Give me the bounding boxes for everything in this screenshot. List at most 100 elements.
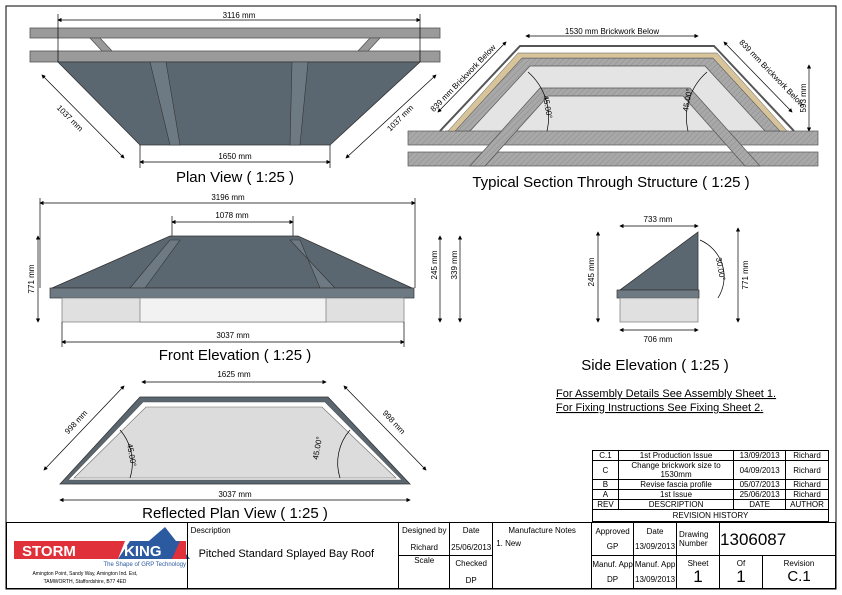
rev-date: 05/07/2013 bbox=[733, 479, 787, 490]
sheet-total: 1 bbox=[736, 566, 746, 586]
approved: GP bbox=[606, 542, 619, 551]
side-angle: 30.00° bbox=[714, 257, 727, 281]
section-title: Typical Section Through Structure ( 1:25… bbox=[472, 174, 749, 191]
reflected-angle-left: 45.00° bbox=[125, 443, 138, 467]
front-fascia-dim: 339 mm bbox=[450, 250, 459, 279]
manufacture-notes: 1. New bbox=[496, 539, 522, 548]
rev-author: Richard bbox=[785, 489, 829, 500]
reflected-plan-title: Reflected Plan View ( 1:25 ) bbox=[142, 505, 328, 522]
sheet-label: Sheet bbox=[687, 558, 709, 568]
drawing-description: Pitched Standard Splayed Bay Roof bbox=[198, 548, 375, 560]
manufacture-notes-cell: Manufacture Notes 1. New bbox=[492, 522, 593, 589]
rev-description: Change brickwork size to 1530mm bbox=[617, 460, 735, 480]
reflected-base-dim: 3037 mm bbox=[218, 490, 252, 499]
rev-date: 04/09/2013 bbox=[733, 460, 787, 480]
rev-author: Richard bbox=[785, 460, 829, 480]
note-fixing: For Fixing Instructions See Fixing Sheet… bbox=[556, 402, 763, 414]
date-cell: Date 25/06/2013 bbox=[449, 522, 494, 556]
side-top-dim: 733 mm bbox=[644, 215, 673, 224]
checked: DP bbox=[465, 576, 477, 585]
header-date: DATE bbox=[733, 499, 787, 510]
designed-by-cell: Designed by Richard bbox=[398, 522, 451, 556]
approved-label: Approved bbox=[595, 527, 630, 536]
manuf-app-date: 13/09/2013 bbox=[635, 575, 676, 584]
rev-author: Richard bbox=[785, 479, 829, 490]
reflected-plan-view: 1625 mm 3037 mm 998 mm 998 mm 45.00° 45.… bbox=[43, 370, 427, 522]
manufacture-notes-label: Manufacture Notes bbox=[508, 526, 576, 535]
designed-by: Richard bbox=[410, 543, 439, 552]
manuf-app-label: Manuf. App bbox=[592, 560, 633, 569]
revision-label: Revision bbox=[783, 558, 815, 568]
revision: C.1 bbox=[787, 567, 811, 585]
section-top-dim: 1530 mm Brickwork Below bbox=[565, 27, 659, 36]
drawing-number-label: Drawing Number bbox=[679, 530, 709, 548]
rev: A bbox=[592, 489, 619, 500]
plan-width-bottom: 1650 mm bbox=[218, 152, 252, 161]
front-height-dim: 771 mm bbox=[27, 264, 36, 293]
title-block: Description Pitched Standard Splayed Bay… bbox=[6, 522, 837, 589]
front-elevation-title: Front Elevation ( 1:25 ) bbox=[159, 347, 312, 364]
of-label: Of bbox=[736, 558, 746, 568]
front-roof-height-dim: 245 mm bbox=[430, 250, 439, 279]
rev-date: 25/06/2013 bbox=[733, 489, 787, 500]
header-description: DESCRIPTION bbox=[617, 499, 735, 510]
reflected-side-left: 998 mm bbox=[63, 408, 90, 436]
approved-date-label: Date bbox=[646, 527, 664, 536]
side-height-dim: 771 mm bbox=[741, 260, 750, 289]
scale-cell: Scale bbox=[398, 555, 451, 589]
description-cell: Description Pitched Standard Splayed Bay… bbox=[186, 522, 400, 589]
header-author: AUTHOR bbox=[785, 499, 829, 510]
rev-description: Revise fascia profile bbox=[617, 479, 735, 490]
logo-cell bbox=[6, 522, 188, 589]
section-view: 1530 mm Brickwork Below 839 mm Brickwork… bbox=[407, 27, 819, 191]
drawing-number-label-cell: Drawing Number bbox=[676, 522, 721, 556]
revision-history-title: REVISION HISTORY bbox=[592, 509, 829, 522]
sheet-number: 1 bbox=[693, 566, 703, 586]
front-base-dim: 3037 mm bbox=[216, 331, 250, 340]
manuf-app-date-cell: Manuf. App 13/09/2013 bbox=[633, 555, 678, 589]
rev: B bbox=[592, 479, 619, 490]
checked-label: Checked bbox=[455, 559, 487, 568]
reflected-top-dim: 1625 mm bbox=[217, 370, 251, 379]
side-roof-height-dim: 245 mm bbox=[587, 257, 596, 286]
manuf-app-date-label: Manuf. App bbox=[634, 560, 676, 569]
rev-author: Richard bbox=[785, 450, 829, 461]
side-elevation-title: Side Elevation ( 1:25 ) bbox=[581, 357, 729, 374]
front-ridge-dim: 1078 mm bbox=[215, 211, 249, 220]
side-elevation: 733 mm 706 mm 245 mm 771 mm 30.00° Side … bbox=[581, 215, 750, 374]
date-label: Date bbox=[462, 526, 480, 535]
plan-view: 3116 mm 1650 mm 1037 mm 1037 mm Plan Vie… bbox=[29, 11, 441, 186]
plan-side-left: 1037 mm bbox=[55, 103, 85, 133]
section-angle-left: 45.00° bbox=[541, 95, 554, 119]
scale-label: Scale bbox=[414, 556, 435, 565]
plan-view-title: Plan View ( 1:25 ) bbox=[176, 169, 294, 186]
plan-width-top: 3116 mm bbox=[223, 11, 256, 20]
approved-date: 13/09/2013 bbox=[635, 542, 676, 551]
reflected-angle-right: 45.00° bbox=[311, 436, 324, 460]
rev-description: 1st Production Issue bbox=[617, 450, 735, 461]
section-height-dim: 593 mm bbox=[799, 83, 808, 112]
reflected-side-right: 998 mm bbox=[381, 409, 408, 437]
note-assembly: For Assembly Details See Assembly Sheet … bbox=[556, 388, 776, 400]
designed-by-label: Designed by bbox=[401, 526, 447, 535]
rev-description: 1st Issue bbox=[617, 489, 735, 500]
drawing-number: 1306087 bbox=[719, 522, 836, 556]
design-date: 25/06/2013 bbox=[451, 543, 492, 552]
approved-date-cell: Date 13/09/2013 bbox=[633, 522, 678, 556]
front-elevation: 3196 mm 1078 mm 3037 mm 771 mm 245 mm 33… bbox=[27, 193, 463, 364]
section-angle-right: 45.00° bbox=[681, 88, 694, 112]
rev-date: 13/09/2013 bbox=[733, 450, 787, 461]
side-base-dim: 706 mm bbox=[644, 335, 673, 344]
